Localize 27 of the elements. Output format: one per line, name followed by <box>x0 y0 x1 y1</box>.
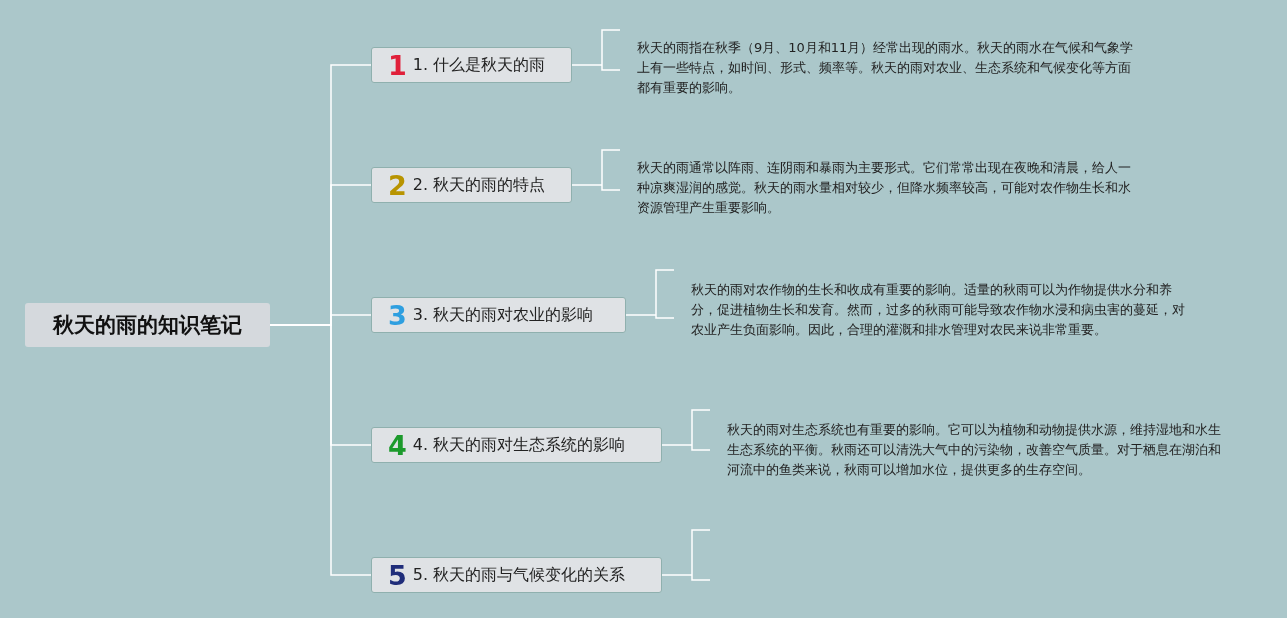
note-text: 秋天的雨指在秋季（9月、10月和11月）经常出现的雨水。秋天的雨水在气候和气象学上有一些特点，如时间、形式、频率等。秋天的雨对农业、生态系统和气候变化等方面都有重要的影响。 <box>637 39 1135 97</box>
branch-topic <box>371 47 572 83</box>
branch-topic <box>371 167 572 203</box>
bracket-connector <box>571 29 621 71</box>
number-icon: 2 <box>388 171 407 199</box>
bracket-connector <box>661 409 711 451</box>
bracket-connector <box>625 269 675 319</box>
branch-connector <box>269 324 372 576</box>
number-icon: 1 <box>388 51 407 79</box>
bracket-connector <box>571 149 621 191</box>
note-text: 秋天的雨对生态系统也有重要的影响。它可以为植物和动物提供水源，维持湿地和水生生态系统的平衡。秋雨还可以清洗大气中的污染物，改善空气质量。对于栖息在湖泊和河流中的鱼类来说，秋雨可以增加水位，提供更多的生存空间。 <box>727 421 1222 479</box>
topic-label: 4. 秋天的雨对生态系统的影响 <box>412 434 626 456</box>
note-text: 秋天的雨通常以阵雨、连阴雨和暴雨为主要形式。它们常常出现在夜晚和清晨，给人一种凉爽湿润的感觉。秋天的雨水量相对较少，但降水频率较高，可能对农作物生长和水资源管理产生重要影响。 <box>637 159 1132 217</box>
number-icon: 3 <box>388 301 407 329</box>
topic-title: 秋天的雨的知识笔记 <box>53 312 242 339</box>
branch-topic <box>371 557 662 593</box>
note-text: 秋天的雨对农作物的生长和收成有重要的影响。适量的秋雨可以为作物提供水分和养分，促进植物生长和发育。然而，过多的秋雨可能导致农作物水浸和病虫害的蔓延，对农业产生负面影响。因此，合理的灌溉和排水管理对农民来说非常重要。 <box>691 281 1186 339</box>
branch-topic <box>371 427 662 463</box>
bracket-connector <box>661 529 711 581</box>
branch-topic <box>371 297 626 333</box>
topic-label: 5. 秋天的雨与气候变化的关系 <box>412 564 626 586</box>
central-topic <box>25 303 270 347</box>
number-icon: 4 <box>388 431 407 459</box>
topic-label: 3. 秋天的雨对农业的影响 <box>412 304 594 326</box>
number-icon: 5 <box>388 561 407 589</box>
topic-label: 2. 秋天的雨的特点 <box>412 174 546 196</box>
topic-label: 1. 什么是秋天的雨 <box>412 54 546 76</box>
